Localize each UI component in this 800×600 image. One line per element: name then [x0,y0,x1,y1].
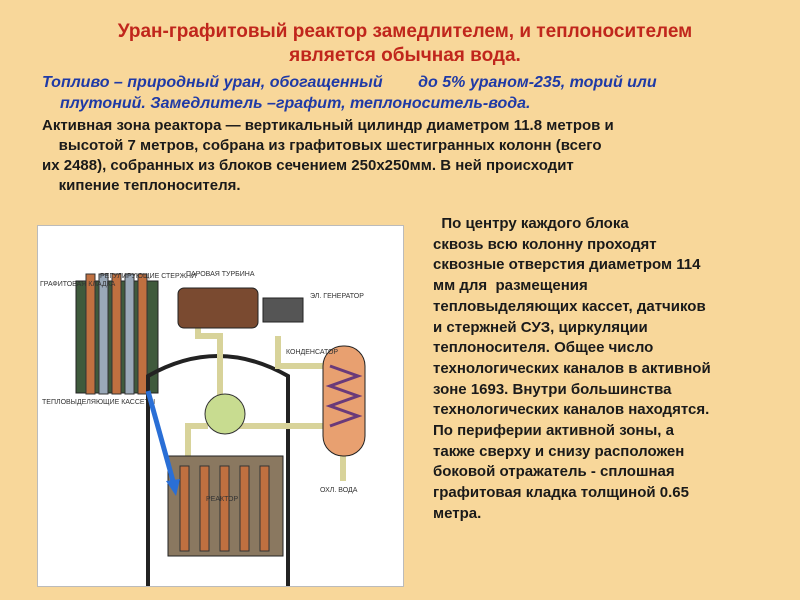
right-line: также сверху и снизу расположен [433,442,685,460]
reactor-channels [179,465,270,552]
title-line-1: Уран-графитовый реактор замедлителем, и … [117,21,693,42]
core-line: кипение теплоносителя. [42,177,241,194]
right-line: теплоносителя. Общее число [433,339,654,357]
label-cooling-water: ОХЛ. ВОДА [320,487,358,494]
right-line: тепловыделяющих кассет, датчиков [433,297,706,315]
title-line-2: является обычная вода. [289,45,521,66]
reactor-diagram: ГРАФИТОВАЯ КЛАДКА РЕГУЛИРУЮЩИЕ СТЕРЖНИ Т… [37,225,404,587]
steam-turbine [177,287,259,329]
right-line: мм для размещения [433,277,588,295]
right-line: графитовая кладка толщиной 0.65 [433,484,689,502]
control-rods [85,273,148,395]
label-graphite: ГРАФИТОВАЯ КЛАДКА [40,281,116,288]
label-control-rods: РЕГУЛИРУЮЩИЕ СТЕРЖНИ [100,273,196,280]
core-line: Активная зона реактора — вертикальный ци… [42,117,614,134]
steam-drum [204,393,246,435]
fuel-line-1: Топливо – природный уран, обогащенный до… [42,74,657,91]
label-condenser: КОНДЕНСАТОР [286,349,338,356]
right-line: сквозь всю колонну проходят [433,235,657,253]
right-line: технологических каналов в активной [433,359,711,377]
right-line: и стержней СУЗ, циркуляции [433,318,648,336]
right-line: зоне 1693. Внутри большинства [433,380,672,398]
right-line: По центру каждого блока [433,215,629,232]
right-line: По периферии активной зоны, а [433,422,674,440]
right-line: метра. [433,504,482,522]
pointer-arrow [145,390,176,482]
core-line: их 2488), собранных из блоков сечением 2… [42,157,574,174]
core-description: Активная зона реактора — вертикальный ци… [42,116,782,196]
label-generator: ЭЛ. ГЕНЕРАТОР [310,293,364,300]
right-description: По центру каждого блока сквозь всю колон… [433,214,783,525]
right-line: боковой отражатель - сплошная [433,463,675,481]
label-fuel-cassettes: ТЕПЛОВЫДЕЛЯЮЩИЕ КАССЕТЫ [42,399,155,406]
core-line: высотой 7 метров, собрана из графитовых … [42,137,602,154]
generator [262,297,304,323]
right-line: сквозные отверстия диаметром 114 [433,256,701,274]
condenser-coil [325,364,363,428]
fuel-line-2: плутоний. Замедлитель –графит, теплоноси… [60,95,531,112]
reactor-schematic: ГРАФИТОВАЯ КЛАДКА РЕГУЛИРУЮЩИЕ СТЕРЖНИ Т… [40,271,366,586]
fuel-description: Топливо – природный уран, обогащенный до… [42,72,782,114]
pointer-arrow-head [166,479,180,496]
pipes [185,306,346,481]
label-reactor: РЕАКТОР [206,496,238,503]
label-turbine: ПАРОВАЯ ТУРБИНА [186,271,255,278]
slide-title: Уран-графитовый реактор замедлителем, и … [60,20,750,68]
right-line: технологических каналов находятся. [433,401,710,419]
